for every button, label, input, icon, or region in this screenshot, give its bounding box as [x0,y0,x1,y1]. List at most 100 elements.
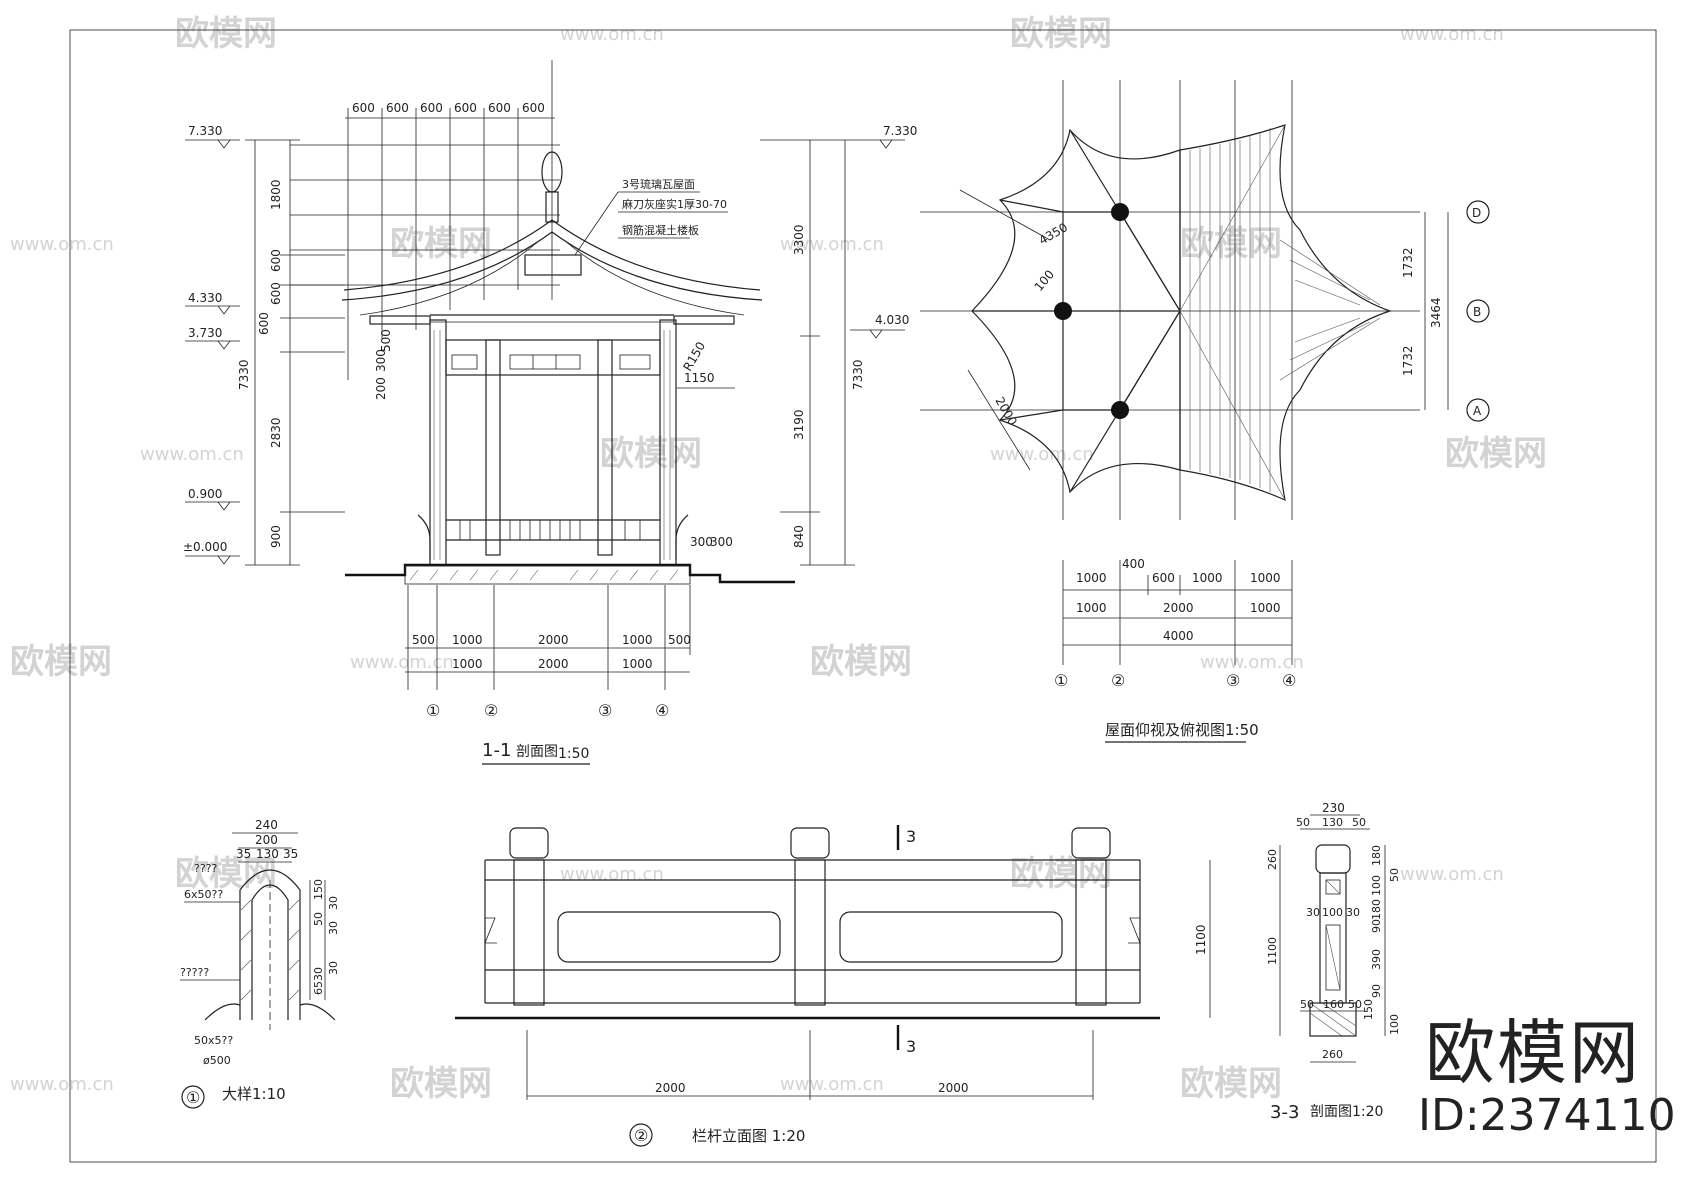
elevation-marks-left: 7.330 4.330 3.730 0.900 ±0.000 [183,124,240,565]
brand-id: ID:2374110 [1418,1090,1676,1141]
roof-tiles-hatched [1179,124,1392,502]
dim-text: 1000 [1250,601,1281,615]
dim-text: 200 [255,833,278,847]
dim-text: 90 [1370,919,1383,933]
column-dot [1111,401,1129,419]
elevation-marks-right: 7.330 4.030 3300 3190 840 7330 [760,124,917,566]
elevation-label: 4.330 [188,291,222,305]
dim-text: 4350 [1037,220,1070,247]
watermark-logo: 欧模网 [390,1064,492,1104]
column-dot [1054,302,1072,320]
axis-label: ② [1111,671,1125,690]
watermark-url: www.om.cn [1400,864,1504,885]
watermark-url: www.om.cn [350,652,454,673]
top-dims: 600 600 600 600 600 600 [352,101,545,115]
title-text: 剖面图1:20 [1310,1104,1383,1120]
dim-text: 2000 [655,1081,686,1095]
dim-text: 1100 [1266,937,1279,965]
dim-text: 35 [236,847,251,861]
section-1-1: 600 600 600 600 600 600 7.33 [183,60,917,765]
title-text: 3-3 [1270,1102,1299,1123]
axis-label: ④ [1282,671,1296,690]
sheet-border [69,29,1657,1163]
dim-text: 6530 [312,967,325,995]
dim-text: 600 [257,312,271,335]
watermark-layer: 欧模网 欧模网 www.om.cn www.om.cn 欧模网 欧模网 www.… [10,14,1547,1104]
dim-text: 30 [1306,906,1320,919]
axis-label: ④ [655,701,669,720]
dim-text: 100 [1388,1014,1401,1035]
dim-text: 100 [1032,267,1057,294]
dim-text: 3464 [1429,297,1443,328]
dim-text: 2000 [538,633,569,647]
roof-plan-title: 屋面仰视及俯视图1:50 [1105,721,1259,739]
detail-marker: ② [634,1126,648,1145]
dim-text: 600 [488,101,511,115]
left-dims: 1800 600 600 600 2830 900 7330 500 300 2… [237,179,393,548]
ground-line [345,563,795,585]
dim-text: 130 [1322,816,1343,829]
dim-text: 150 [1362,999,1375,1020]
dim-text: R150 [680,339,708,373]
dim-text: 50 [312,912,325,926]
watermark-logo: 欧模网 [1180,224,1282,264]
dim-text: 500 [379,329,393,352]
right-dims: 1732 3464 1732 D B A [1401,200,1490,422]
dim-text: 600 [1152,571,1175,585]
dim-text: 7330 [851,359,865,390]
dim-text: 1000 [452,657,483,671]
dim-text: 600 [522,101,545,115]
dim-text: 2000 [938,1081,969,1095]
dim-text: 160 [1323,998,1344,1011]
dim-text: 260 [1322,1048,1343,1061]
dim-text: 300 [374,349,388,372]
dim-text: 400 [1122,557,1145,571]
dim-text: 1000 [1076,601,1107,615]
dim-text: 1000 [452,633,483,647]
dim-text: 90 [1370,984,1383,998]
watermark-logo: 欧模网 [1180,1064,1282,1104]
dim-text: 7330 [237,359,251,390]
bottom-dims: 500 1000 2000 1000 500 1000 2000 1000 [405,585,691,690]
dim-text: 600 [454,101,477,115]
dim-text: 50 [1388,868,1401,882]
watermark-url: www.om.cn [780,1074,884,1095]
axis-label: A [1473,404,1482,418]
dim-text: 150 [312,879,325,900]
dim-text: 130 [256,847,279,861]
dim-text: 1800 [269,179,283,210]
dim-text: 30 [327,896,340,910]
dim-text: 300 [710,535,733,549]
watermark-url: www.om.cn [560,864,664,885]
section-mark: 3 [906,827,916,846]
dim-text: 600 [269,282,283,305]
dim-text: 3190 [792,409,806,440]
watermark-logo: 欧模网 [1010,854,1112,894]
dim-text: 2000 [992,395,1019,428]
dim-text: 300 [690,535,713,549]
watermark-url: www.om.cn [560,24,664,45]
watermark-logo: 欧模网 [1445,434,1547,474]
title-scale: 1:50 [558,746,589,762]
dim-text: 2000 [538,657,569,671]
dim-text: 1732 [1401,247,1415,278]
dim-text: 50 [1348,998,1362,1011]
note-text: 钢筋混凝土楼板 [622,223,699,237]
brand-name: 欧模网 [1425,1012,1641,1094]
axis-label: B [1473,305,1481,319]
dim-text: 4000 [1163,629,1194,643]
axis-label: ① [426,701,440,720]
watermark-url: www.om.cn [1400,24,1504,45]
dim-text: 600 [352,101,375,115]
railing-elevation: 3 3 1100 2000 2000 ② 栏杆立面图 1:20 [455,825,1211,1147]
watermark-url: www.om.cn [780,234,884,255]
watermark-logo: 欧模网 [175,854,277,894]
dim-text: 1000 [622,633,653,647]
roof-bottom-dims: 1000 400 600 1000 1000 1000 2000 1000 40… [1062,557,1293,665]
watermark-logo: 欧模网 [10,642,112,682]
watermark-logo: 欧模网 [175,14,277,54]
dim-text: 50 [1296,816,1310,829]
watermark-url: www.om.cn [10,234,114,255]
pavilion-roof-section [341,151,763,325]
watermark-logo: 欧模网 [1010,14,1112,54]
